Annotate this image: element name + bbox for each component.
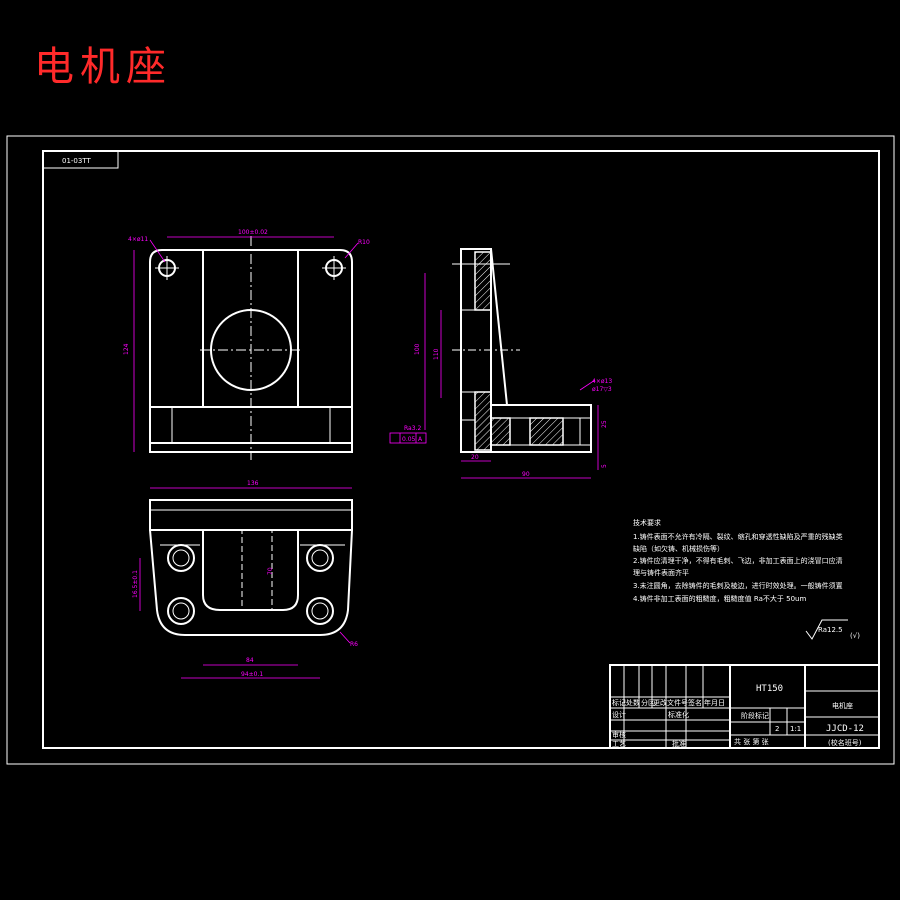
quantity-text: 2 (775, 725, 779, 733)
dim-top-height: 124 (123, 343, 130, 355)
dim-side-hole: 4×ø13 (592, 378, 612, 385)
dim-bottom-width: 136 (247, 480, 259, 487)
part-name-text: 电机座 (832, 701, 853, 710)
dim-top-hole: 4×ø11 (128, 236, 148, 243)
dim-side-right-h2: 5 (601, 464, 608, 468)
row-label: 签名 (688, 698, 702, 707)
scale-text: 1:1 (790, 725, 801, 733)
rough-side: Ra3.2 (404, 425, 421, 432)
role-review: 审核 (612, 730, 626, 739)
dim-side-bottom-total: 90 (522, 471, 530, 478)
dim-side-right-h1: 25 (601, 420, 608, 428)
row-label: 处数 (626, 698, 640, 707)
company-text: (校名班号) (828, 738, 862, 747)
sheet-text: 共 张 第 张 (734, 737, 769, 746)
role-approve: 批准 (672, 739, 686, 748)
gdt-flatness: 0.05 (402, 436, 416, 443)
page-title: 电机座 (34, 44, 172, 90)
tech-line: 理与铸件表面齐平 (633, 568, 689, 577)
bottom-view: 136 16.5±0.1 70 84 94±0.1 R6 (132, 480, 358, 679)
role-process: 工艺 (612, 740, 626, 748)
surface-finish-symbol: Ra12.5 (√) (805, 619, 860, 640)
material-text: HT150 (756, 684, 783, 694)
dim-top-radius: R10 (358, 239, 370, 246)
tech-heading: 技术要求 (633, 518, 661, 527)
tech-line: 2.铸件应清理干净，不得有毛刺、飞边，非加工表面上的浇冒口应清 (633, 556, 843, 565)
row-label: 更改文件号 (653, 698, 688, 707)
drawing-code-text: 01-03TT (62, 157, 91, 165)
row-label: 标记 (612, 698, 626, 707)
tech-line: 4.铸件非加工表面的粗糙度，粗糙度值 Ra不大于 50um (633, 594, 806, 603)
surface-finish-text: Ra12.5 (818, 626, 843, 634)
dim-bottom-total: 94±0.1 (241, 671, 263, 678)
tech-line: 1.铸件表面不允许有冷隔、裂纹、缩孔和穿透性缺陷及严重的残缺类 (633, 532, 843, 541)
title-block: HT150 电机座 JJCD-12 (校名班号) 阶段标记 2 1:1 共 张 … (609, 664, 880, 749)
dim-bottom-left: 16.5±0.1 (132, 570, 139, 598)
dim-side-bottom-left: 20 (471, 454, 479, 461)
row-label: 年月日 (704, 698, 725, 707)
dim-top-width: 100±0.02 (238, 229, 268, 236)
sheet-outer-frame (6, 135, 895, 765)
surface-finish-suffix: (√) (850, 632, 860, 640)
tech-requirements: 技术要求 1.铸件表面不允许有冷隔、裂纹、缩孔和穿透性缺陷及严重的残缺类 缺陷（… (633, 518, 843, 603)
dim-bottom-slot: 70 (267, 567, 274, 575)
sheet-inner-frame (42, 150, 880, 749)
dim-side-height-2: 110 (433, 348, 440, 360)
role-design: 设计 (612, 710, 626, 719)
row-label: 分区 (641, 698, 655, 707)
dim-side-height-1: 100 (414, 343, 421, 355)
role-standard: 标准化 (668, 710, 689, 719)
dim-bottom-radius: R6 (350, 641, 358, 648)
drawing-code-tab: 01-03TT (42, 150, 119, 169)
stage-label: 阶段标记 (741, 711, 769, 720)
side-view: 100 110 4×ø13 ø17▽3 25 5 20 90 0.05 A Ra… (389, 248, 612, 479)
tech-line: 3.未注圆角，去除铸件的毛刺及棱边，进行时效处理。一般铸件须置 (633, 581, 843, 590)
tech-line: 缺陷（如欠铸、机械损伤等） (633, 544, 724, 553)
drawing-no-text: JJCD-12 (826, 724, 864, 734)
top-view: 100±0.02 124 4×ø11 R10 (123, 229, 370, 460)
dim-bottom-inner: 84 (246, 657, 254, 664)
gdt-datum: A (418, 436, 423, 443)
dim-side-hole-depth: ø17▽3 (592, 386, 612, 393)
